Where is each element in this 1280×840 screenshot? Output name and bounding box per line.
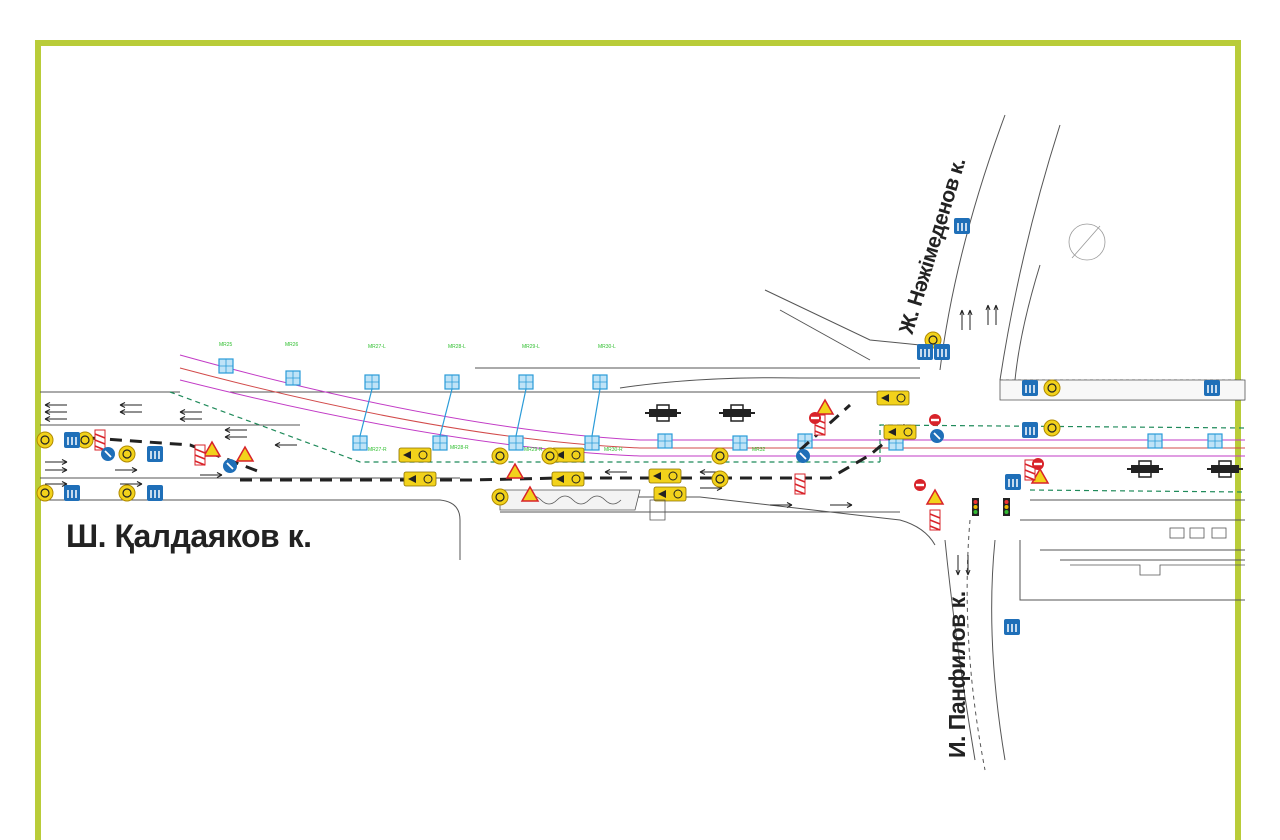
pier-label-top: MR30-L <box>598 344 616 350</box>
pier-label-bottom: MR30-R <box>604 447 623 453</box>
pier-label-bottom: MR28-R <box>450 445 469 451</box>
medians <box>499 379 1246 511</box>
side-street-arrows <box>955 304 999 576</box>
pier-label-top: MR29-L <box>522 344 540 350</box>
compass-icon <box>1068 223 1106 261</box>
fence-lines <box>169 391 1246 493</box>
pier-label-bottom: MR32 <box>752 447 766 453</box>
regulatory-signs <box>94 399 1049 531</box>
pier-label-bottom: MR27-R <box>368 447 387 453</box>
side-streets <box>764 114 1245 771</box>
pier-label-top: MR27-L <box>368 344 386 350</box>
lrt-tracks <box>179 354 1245 457</box>
traffic-light-icon <box>972 498 1010 516</box>
lrt-piers <box>218 358 1223 451</box>
pier-label-top: MR25 <box>219 342 233 348</box>
pier-label-top: MR28-L <box>448 344 466 350</box>
street-label-panfilov: И. Панфилов к. <box>944 591 970 758</box>
buildings <box>649 499 1245 576</box>
street-label-kaldayakov: Ш. Қалдаяков к. <box>66 518 312 554</box>
pier-labels: MR25 MR26 MR27-L MR28-L MR29-L MR30-L MR… <box>219 342 766 453</box>
pier-label-bottom: MR29-R <box>524 447 543 453</box>
pier-label-top: MR26 <box>285 342 299 348</box>
